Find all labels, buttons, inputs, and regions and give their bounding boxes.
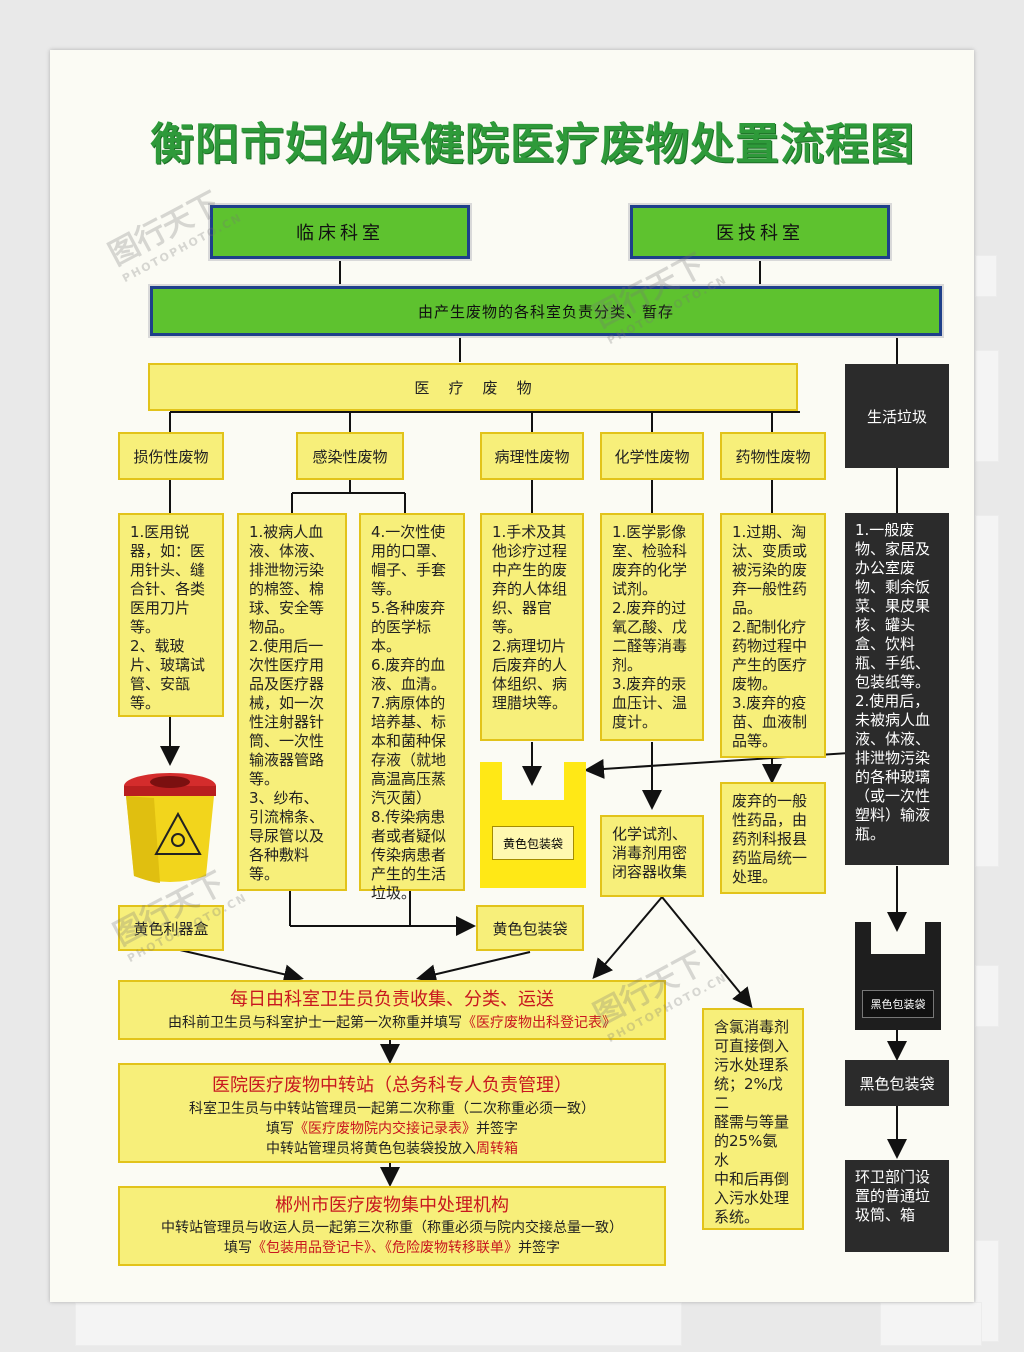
- yellow-bag-text: 黄色包装袋: [492, 919, 568, 938]
- black-bag-box: 黑色包装袋: [845, 1060, 949, 1106]
- step-transfer-form: 《医疗废物院内交接记录表》: [294, 1121, 476, 1137]
- step-collection-form: 《医疗废物出科登记表》: [462, 1015, 616, 1031]
- step-transfer-sign: 并签字: [476, 1121, 518, 1137]
- yellow-sharps-box-label: 黄色利器盒: [118, 905, 224, 951]
- step-disposal-line2: 填写《包装用品登记卡》、《危险废物转移联单》并签字: [120, 1238, 664, 1258]
- household-waste-box: 生活垃圾: [845, 364, 949, 468]
- background-ghost-panel: [75, 1302, 682, 1346]
- drug-waste-details: 1.过期、淘 汰、变质或 被污染的废 弃一般性药 品。 2.配制化疗 药物过程中…: [720, 513, 826, 758]
- step-collection-title: 每日由科室卫生员负责收集、分类、运送: [230, 989, 554, 1010]
- household-waste-details: 1.一般废 物、家居及 办公室废 物、剩余饭 菜、果皮果 核、罐头 盒、饮料 瓶…: [845, 513, 949, 865]
- category-infectious-waste: 感染性废物: [296, 432, 404, 480]
- sanitation-box: 环卫部门设 置的普通垃 圾筒、箱: [845, 1160, 949, 1252]
- pathological-waste-details: 1.手术及其 他诊疗过程 中产生的废 弃的人体组 织、器官 等。 2.病理切片 …: [480, 513, 584, 741]
- step-collection-text: 由科前卫生员与科室护士一起第一次称重并填写: [168, 1015, 462, 1031]
- yellow-sharps-box-text: 黄色利器盒: [133, 919, 209, 938]
- yellow-bag-box: 黄色包装袋: [476, 905, 584, 951]
- medical-waste-label: 医 疗 废 物: [414, 378, 532, 397]
- step-disposal-fill: 填写: [224, 1240, 252, 1256]
- step-collection-box: 每日由科室卫生员负责收集、分类、运送 由科前卫生员与科室护士一起第一次称重并填写…: [118, 980, 666, 1040]
- source-responsibility-box: 由产生废物的各科室负责分类、暂存: [148, 284, 944, 338]
- clinical-department-box: 临床科室: [208, 203, 472, 261]
- background-ghost-panel: [975, 350, 999, 462]
- yellow-bag-small-label: 黄色包装袋: [492, 826, 574, 860]
- page-title: 衡阳市妇幼保健院医疗废物处置流程图: [150, 119, 915, 170]
- tech-department-box: 医技科室: [628, 203, 892, 261]
- sharps-container-icon: [124, 773, 216, 883]
- step-transfer-line2: 填写《医疗废物院内交接记录表》并签字: [120, 1119, 664, 1139]
- clinical-department-label: 临床科室: [296, 223, 384, 244]
- infectious-waste-details-b: 4.一次性使 用的口罩、 帽子、手套 等。 5.各种废弃 的医学标 本。 6.废…: [359, 513, 465, 902]
- chemical-waste-details: 1.医学影像 室、检验科 废弃的化学 试剂。 2.废弃的过 氧乙酸、戊 二醛等消…: [600, 513, 704, 741]
- black-bag-text: 黑色包装袋: [859, 1074, 935, 1093]
- background-ghost-panel: [975, 255, 997, 297]
- step-transfer-box-name: 周转箱: [476, 1141, 518, 1157]
- background-ghost-panel: [975, 965, 999, 1027]
- step-transfer-line3: 中转站管理员将黄色包装袋投放入周转箱: [120, 1139, 664, 1159]
- step-transfer-fill: 填写: [266, 1121, 294, 1137]
- step-transfer-station-box: 医院医疗废物中转站（总务科专人负责管理） 科室卫生员与中转站管理员一起第二次称重…: [118, 1063, 666, 1163]
- connector: [584, 749, 896, 779]
- infectious-waste-details-a: 1.被病人血 液、体液、 排泄物污染 的棉签、棉 球、安全等 物品。 2.使用后…: [237, 513, 347, 891]
- category-drug-waste: 药物性废物: [720, 432, 826, 480]
- category-label: 感染性废物: [312, 447, 388, 466]
- medical-waste-box: 医 疗 废 物: [148, 363, 798, 411]
- step-transfer-deposit: 中转站管理员将黄色包装袋投放入: [266, 1141, 476, 1157]
- step-transfer-line1: 科室卫生员与中转站管理员一起第二次称重（二次称重必须一致）: [189, 1101, 595, 1117]
- category-sharp-waste: 损伤性废物: [118, 432, 224, 480]
- tech-department-label: 医技科室: [716, 223, 804, 244]
- category-label: 损伤性废物: [133, 447, 209, 466]
- step-transfer-title: 医院医疗废物中转站（总务科专人负责管理）: [212, 1075, 572, 1096]
- background-ghost-panel: [975, 515, 999, 867]
- category-label: 药物性废物: [735, 447, 811, 466]
- step-disposal-line1: 中转站管理员与收运人员一起第三次称重（称重必须与院内交接总量一致）: [161, 1220, 623, 1236]
- step-disposal-sign: 并签字: [518, 1240, 560, 1256]
- step-disposal-title: 郴州市医疗废物集中处理机构: [275, 1195, 509, 1216]
- household-waste-label: 生活垃圾: [866, 407, 927, 426]
- connector: [592, 896, 663, 980]
- connector: [416, 951, 531, 985]
- source-responsibility-label: 由产生废物的各科室负责分类、暂存: [417, 302, 674, 321]
- yellow-bag-icon: [480, 762, 586, 888]
- sharp-waste-details: 1.医用锐 器，如：医 用针头、缝 合针、各类 医用刀片 等。 2、载玻 片、玻…: [118, 513, 224, 717]
- step-collection-line: 由科前卫生员与科室护士一起第一次称重并填写《医疗废物出科登记表》: [120, 1012, 664, 1034]
- category-label: 病理性废物: [494, 447, 570, 466]
- connector: [179, 949, 304, 985]
- chemical-container-box: 化学试剂、 消毒剂用密 闭容器收集: [600, 815, 704, 897]
- chlorine-disinfectant-box: 含氯消毒剂 可直接倒入 污水处理系 统；2%戊二 醛需与等量 的25%氨水 中和…: [702, 1008, 804, 1230]
- connector: [661, 896, 753, 1009]
- category-pathological-waste: 病理性废物: [480, 432, 584, 480]
- step-disposal-forms: 《包装用品登记卡》、《危险废物转移联单》: [252, 1240, 518, 1256]
- category-label: 化学性废物: [614, 447, 690, 466]
- black-bag-small-label: 黑色包装袋: [862, 990, 934, 1018]
- background-ghost-panel: [880, 1302, 982, 1346]
- category-chemical-waste: 化学性废物: [600, 432, 704, 480]
- drug-report-box: 废弃的一般 性药品，由 药剂科报县 药监局统一 处理。: [720, 782, 826, 894]
- step-disposal-facility-box: 郴州市医疗废物集中处理机构 中转站管理员与收运人员一起第三次称重（称重必须与院内…: [118, 1186, 666, 1266]
